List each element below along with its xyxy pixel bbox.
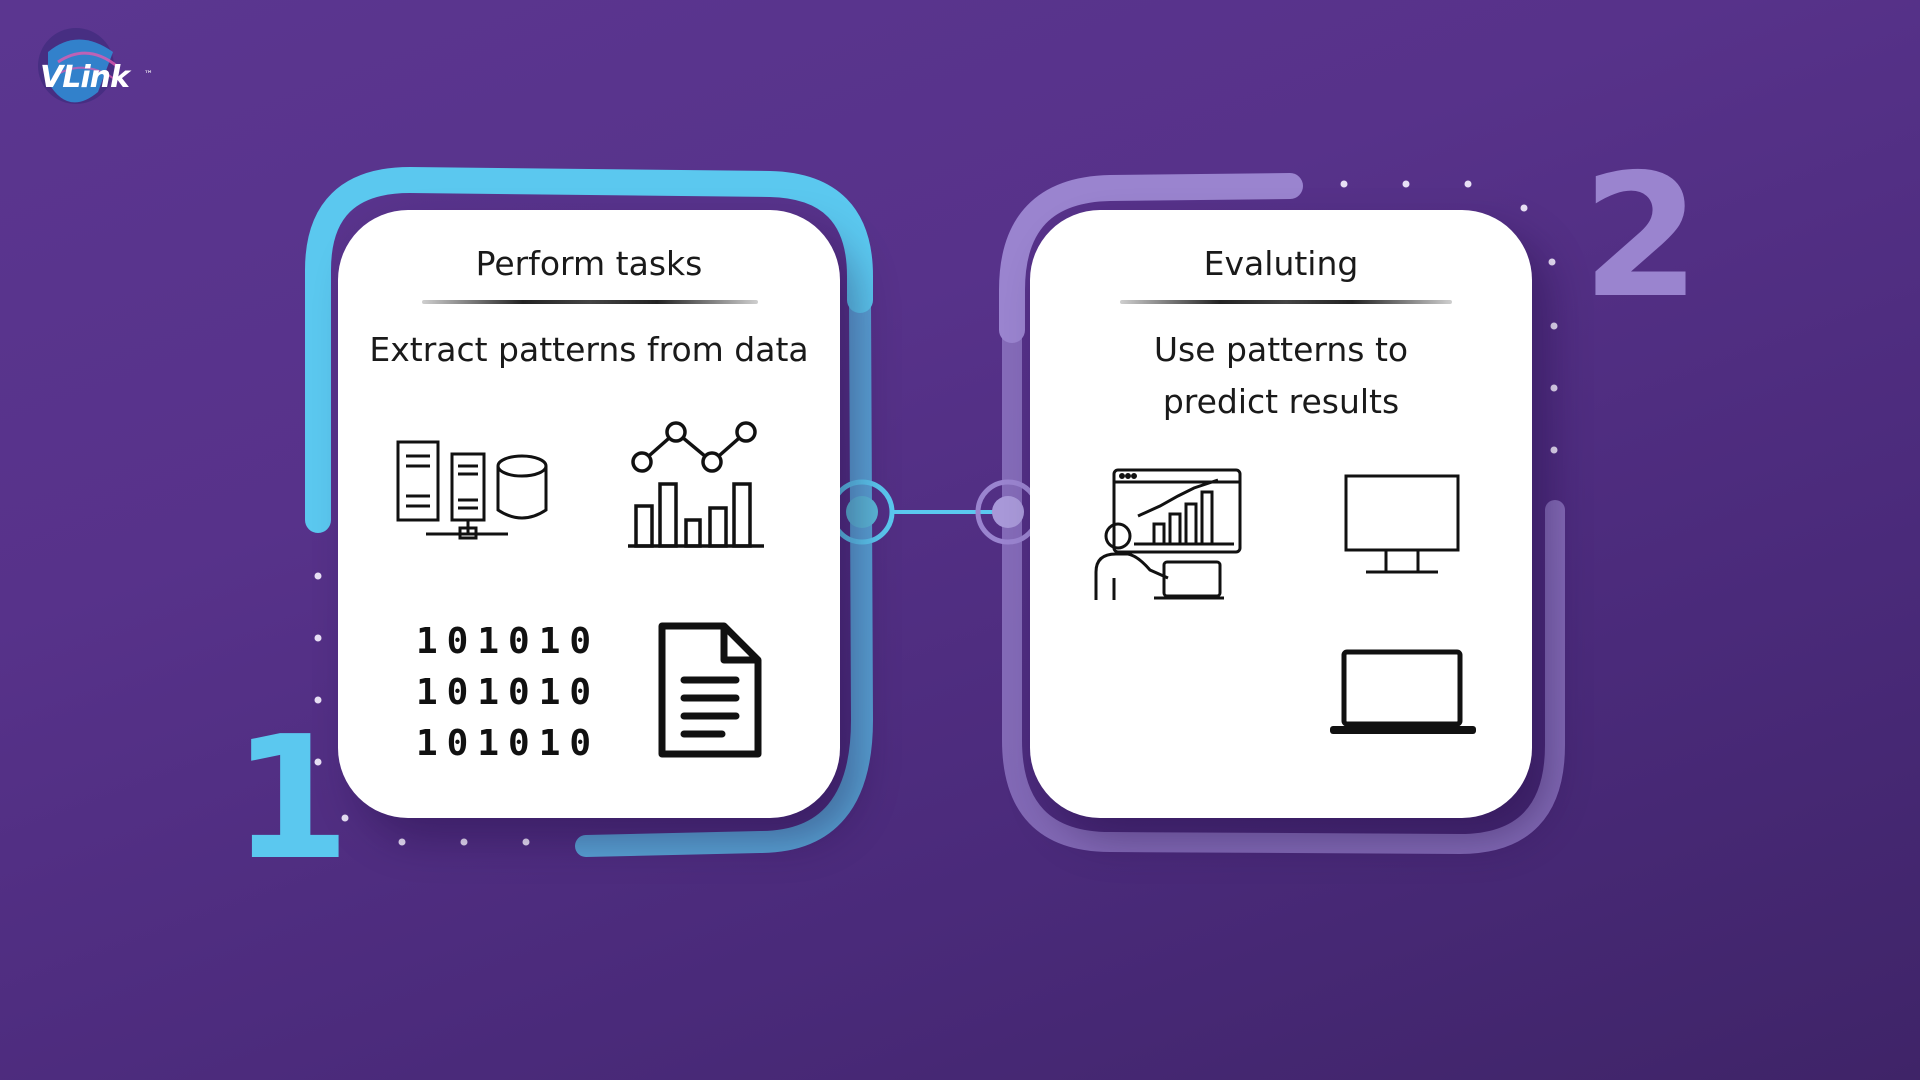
binary-row: 101010 (416, 621, 601, 662)
step-2-number: 2 (1582, 138, 1701, 336)
monitor-icon (1344, 474, 1460, 574)
step-1-title: Perform tasks (475, 244, 703, 283)
step-1-divider (422, 300, 758, 304)
brand-logo: VLink ™ (18, 22, 168, 112)
binary-code-icon: 101010 101010 101010 (416, 616, 600, 769)
presenter-chart-icon (1094, 468, 1242, 600)
step-1-card: Perform tasks Extract patterns from data (338, 210, 840, 818)
binary-row: 101010 (416, 672, 601, 713)
document-icon (658, 622, 762, 758)
server-database-icon (396, 440, 548, 540)
step-1-number: 1 (232, 700, 351, 898)
step-2-title: Evaluting (1203, 244, 1359, 283)
step-2-divider (1120, 300, 1452, 304)
laptop-icon (1330, 649, 1476, 734)
binary-row: 101010 (416, 723, 601, 764)
step-2-description-line1: Use patterns to (1153, 330, 1409, 369)
step-1-description: Extract patterns from data (369, 330, 809, 369)
brand-name: VLink (40, 60, 130, 95)
chart-analytics-icon (628, 421, 764, 548)
step-2-description-line2: predict results (1162, 382, 1400, 421)
brand-trademark: ™ (144, 70, 153, 80)
step-2-card: Evaluting Use patterns to predict result… (1030, 210, 1532, 818)
